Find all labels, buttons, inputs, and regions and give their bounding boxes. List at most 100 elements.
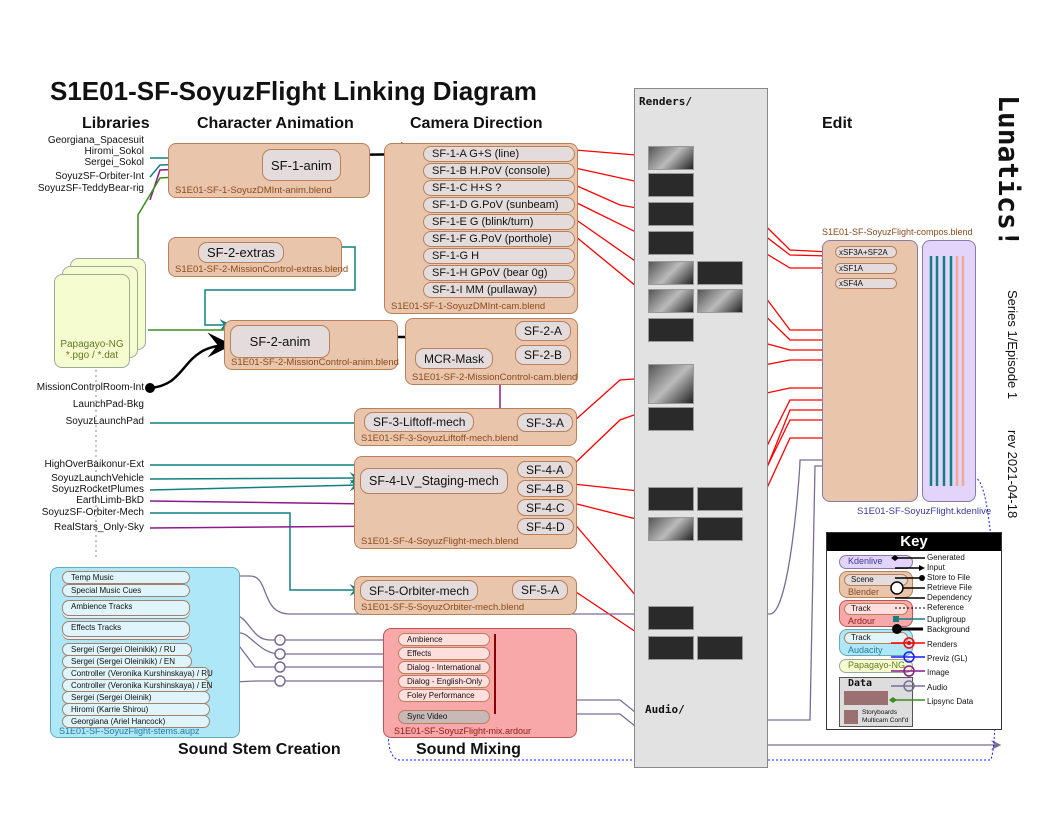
legend-dupligroup: Dupligroup [927, 615, 966, 624]
file-name: S1E01-SF-3-SoyuzLiftoff-mech.blend [361, 433, 519, 444]
shot-sf5a[interactable]: SF-5-A [512, 580, 569, 600]
shot-sf1f[interactable]: SF-1-F G.PoV (porthole) [423, 231, 575, 247]
legend-store: Store to File [927, 573, 971, 582]
mcr-mask-node[interactable]: MCR-Mask [415, 348, 493, 369]
legend-renders: Renders [927, 640, 958, 649]
compos-file-name: S1E01-SF-SoyuzFlight-compos.blend [822, 227, 973, 237]
legend-dependency: Dependency [927, 593, 972, 602]
render-thumbnail[interactable] [648, 231, 694, 255]
shot-sf4a[interactable]: SF-4-A [517, 461, 574, 478]
series-label: Series 1/Episode 1 [1005, 290, 1020, 400]
stem-item[interactable]: Georgiana (Ariel Hancock) [62, 715, 210, 728]
file-name: S1E01-SF-5-SoyuzOrbiter-mech.blend [361, 602, 525, 613]
header-edit: Edit [822, 115, 853, 132]
shot-sf1i[interactable]: SF-1-I MM (pullaway) [423, 282, 575, 298]
library-item: MissionControlRoom-Int [36, 382, 144, 393]
compos-item[interactable]: xSF4A [835, 278, 897, 289]
shot-sf1a[interactable]: SF-1-A G+S (line) [423, 146, 575, 162]
render-thumbnail[interactable] [648, 318, 694, 342]
file-name: S1E01-SF-SoyuzFlight-mix.ardour [394, 726, 532, 736]
render-thumbnail[interactable] [697, 487, 743, 511]
page-title: S1E01-SF-SoyuzFlight Linking Diagram [50, 76, 537, 106]
lunatics-logo: Lunatics! [992, 95, 1025, 247]
sf1-anim-node[interactable]: SF-1-anim [262, 149, 341, 181]
shot-sf1e[interactable]: SF-1-E G (blink/turn) [423, 214, 575, 230]
stem-item[interactable]: Special Music Cues [62, 584, 190, 597]
library-item: RealStars_Only-Sky [53, 522, 144, 533]
mix-track[interactable]: Sync Video [398, 710, 490, 724]
header-camera-direction: Camera Direction [410, 115, 543, 132]
sf5-orbiter-node[interactable]: SF-5-Orbiter-mech [360, 580, 479, 601]
render-thumbnail[interactable] [648, 261, 694, 285]
shot-sf1g[interactable]: SF-1-G H [423, 248, 575, 264]
file-name: S1E01-SF-2-MissionControl-anim.blend [231, 357, 399, 368]
file-name: S1E01-SF-1-SoyuzDMInt-cam.blend [391, 301, 546, 312]
papagayo-files[interactable]: Papagayo-NG *.pgo / *.dat [54, 274, 130, 368]
shot-sf3a[interactable]: SF-3-A [517, 413, 574, 432]
render-thumbnail[interactable] [697, 517, 743, 541]
render-thumbnail[interactable] [697, 636, 743, 660]
sf4-staging-node[interactable]: SF-4-LV_Staging-mech [360, 468, 508, 494]
stem-item[interactable]: Effects Tracks [62, 621, 190, 637]
kdenlive-file[interactable] [922, 240, 976, 502]
render-thumbnail[interactable] [648, 146, 694, 170]
render-thumbnail[interactable] [648, 364, 694, 404]
render-thumbnail[interactable] [648, 202, 694, 226]
renders-folder[interactable]: Renders/ Audio/ [634, 88, 768, 768]
render-thumbnail[interactable] [648, 487, 694, 511]
key-scene: Scene [844, 574, 908, 586]
sf2-anim-node[interactable]: SF-2-anim [230, 325, 330, 358]
shot-sf1c[interactable]: SF-1-C H+S ? [423, 180, 575, 196]
library-item: SoyuzSF-Orbiter-Int [55, 171, 144, 182]
key-title: Key [827, 533, 1001, 551]
shot-sf4c[interactable]: SF-4-C [517, 499, 574, 516]
shot-sf2a[interactable]: SF-2-A [515, 321, 572, 341]
library-item: Sergei_Sokol [84, 157, 144, 168]
legend-input: Input [927, 563, 945, 572]
legend-background: Background [927, 625, 970, 634]
shot-sf2b[interactable]: SF-2-B [515, 345, 572, 365]
stem-item[interactable]: Ambience Tracks [62, 600, 190, 616]
render-thumbnail[interactable] [648, 407, 694, 431]
legend-reference: Reference [927, 603, 964, 612]
mix-track[interactable]: Dialog - English-Only [398, 675, 490, 688]
stem-item[interactable]: Temp Music [62, 571, 190, 584]
sf3-liftoff-node[interactable]: SF-3-Liftoff-mech [364, 412, 475, 432]
legend-lipsync: Lipsync Data [927, 697, 974, 706]
render-thumbnail[interactable] [648, 517, 694, 541]
sf2-extras-node[interactable]: SF-2-extras [198, 242, 284, 263]
header-libraries: Libraries [82, 115, 150, 132]
header-sound-mixing: Sound Mixing [416, 741, 521, 758]
key-track: Track [844, 603, 908, 615]
render-thumbnail[interactable] [648, 636, 694, 660]
render-thumbnail[interactable] [648, 173, 694, 197]
papagayo-ext: *.pgo / *.dat [65, 350, 119, 361]
shot-sf1d[interactable]: SF-1-D G.PoV (sunbeam) [423, 197, 575, 213]
library-item: Hiromi_Sokol [84, 146, 144, 157]
shot-sf4d[interactable]: SF-4-D [517, 518, 574, 535]
shot-sf1b[interactable]: SF-1-B H.PoV (console) [423, 163, 575, 179]
mix-track[interactable]: Ambience [398, 633, 490, 646]
library-item: SoyuzSF-Orbiter-Mech [41, 507, 144, 518]
renders-label: Renders/ [639, 95, 692, 108]
compos-item[interactable]: xSF3A+SF2A [835, 246, 897, 258]
render-thumbnail[interactable] [648, 289, 694, 313]
compos-item[interactable]: xSF1A [835, 263, 897, 274]
key-papagayo: Papagayo-NG [839, 659, 913, 673]
key-track: Track [844, 632, 908, 644]
mix-track[interactable]: Foley Performance [398, 689, 490, 702]
kdenlive-file-name: S1E01-SF-SoyuzFlight.kdenlive [857, 506, 992, 517]
mix-track[interactable]: Effects [398, 647, 490, 660]
library-item: LaunchPad-Bkg [72, 399, 144, 410]
shot-sf4b[interactable]: SF-4-B [517, 480, 574, 497]
library-item: SoyuzSF-TeddyBear-rig [37, 183, 144, 194]
file-name: S1E01-SF-1-SoyuzDMInt-anim.blend [175, 185, 332, 196]
file-name: S1E01-SF-4-SoyuzFlight-mech.blend [361, 536, 519, 547]
render-thumbnail[interactable] [648, 606, 694, 630]
render-thumbnail[interactable] [697, 261, 743, 285]
render-thumbnail[interactable] [697, 289, 743, 313]
mix-track[interactable]: Dialog - International [398, 661, 490, 674]
shot-sf1h[interactable]: SF-1-H GPoV (bear 0g) [423, 265, 575, 281]
